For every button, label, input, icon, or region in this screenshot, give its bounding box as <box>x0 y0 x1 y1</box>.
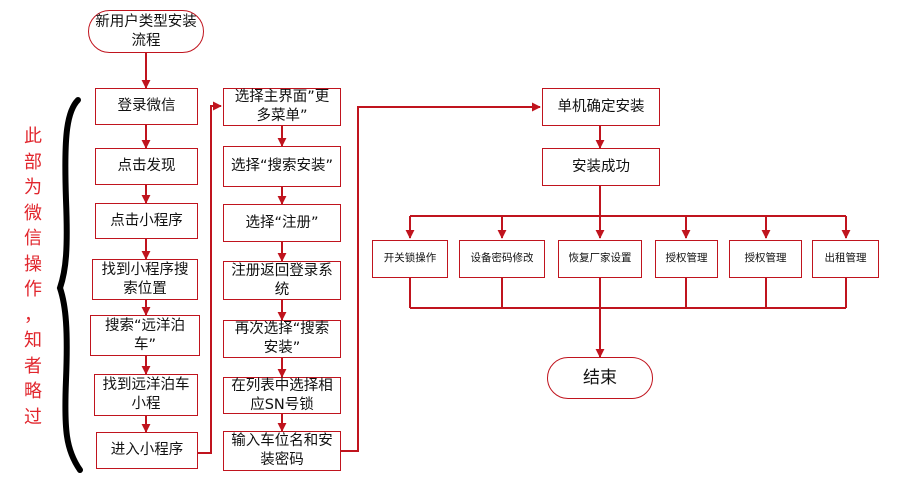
connector-c2-to-confirm <box>341 102 541 452</box>
step-install-success: 安装成功 <box>542 148 660 186</box>
function-rental: 出租管理 <box>812 240 879 278</box>
step-enter-miniprogram: 进入小程序 <box>96 432 198 469</box>
step-login-wechat: 登录微信 <box>95 88 198 125</box>
start-terminal: 新用户类型安装流程 <box>88 10 204 53</box>
step-select-search-install: 选择“搜索安装” <box>223 146 341 187</box>
function-factory-reset: 恢复厂家设置 <box>558 240 642 278</box>
step-click-miniprogram: 点击小程序 <box>95 203 198 239</box>
step-find-yuanyang-app: 找到远洋泊车小程 <box>94 374 198 416</box>
step-select-search-again: 再次选择“搜索安装” <box>223 320 341 358</box>
step-enter-slot-password: 输入车位名和安装密码 <box>223 431 341 471</box>
step-click-discover: 点击发现 <box>95 148 198 185</box>
step-search-yuanyang: 搜索“远洋泊车” <box>90 315 200 356</box>
step-register-return-login: 注册返回登录系统 <box>223 261 341 300</box>
step-select-more-menu: 选择主界面”更多菜单” <box>223 88 341 126</box>
step-find-search: 找到小程序搜索位置 <box>92 259 198 300</box>
end-terminal: 结束 <box>547 357 653 399</box>
step-select-sn-lock: 在列表中选择相应SN号锁 <box>223 377 341 414</box>
connector-c1-to-c2 <box>198 101 222 454</box>
function-authorization-1: 授权管理 <box>655 240 718 278</box>
step-confirm-install: 单机确定安装 <box>542 88 660 126</box>
step-select-register: 选择“注册” <box>223 204 341 242</box>
function-device-password: 设备密码修改 <box>459 240 545 278</box>
function-authorization-2: 授权管理 <box>729 240 802 278</box>
curly-brace <box>56 97 83 473</box>
side-note: 此 部 为 微 信 操 作 ， 知 者 略 过 <box>24 126 42 428</box>
function-lock-operation: 开关锁操作 <box>372 240 448 278</box>
